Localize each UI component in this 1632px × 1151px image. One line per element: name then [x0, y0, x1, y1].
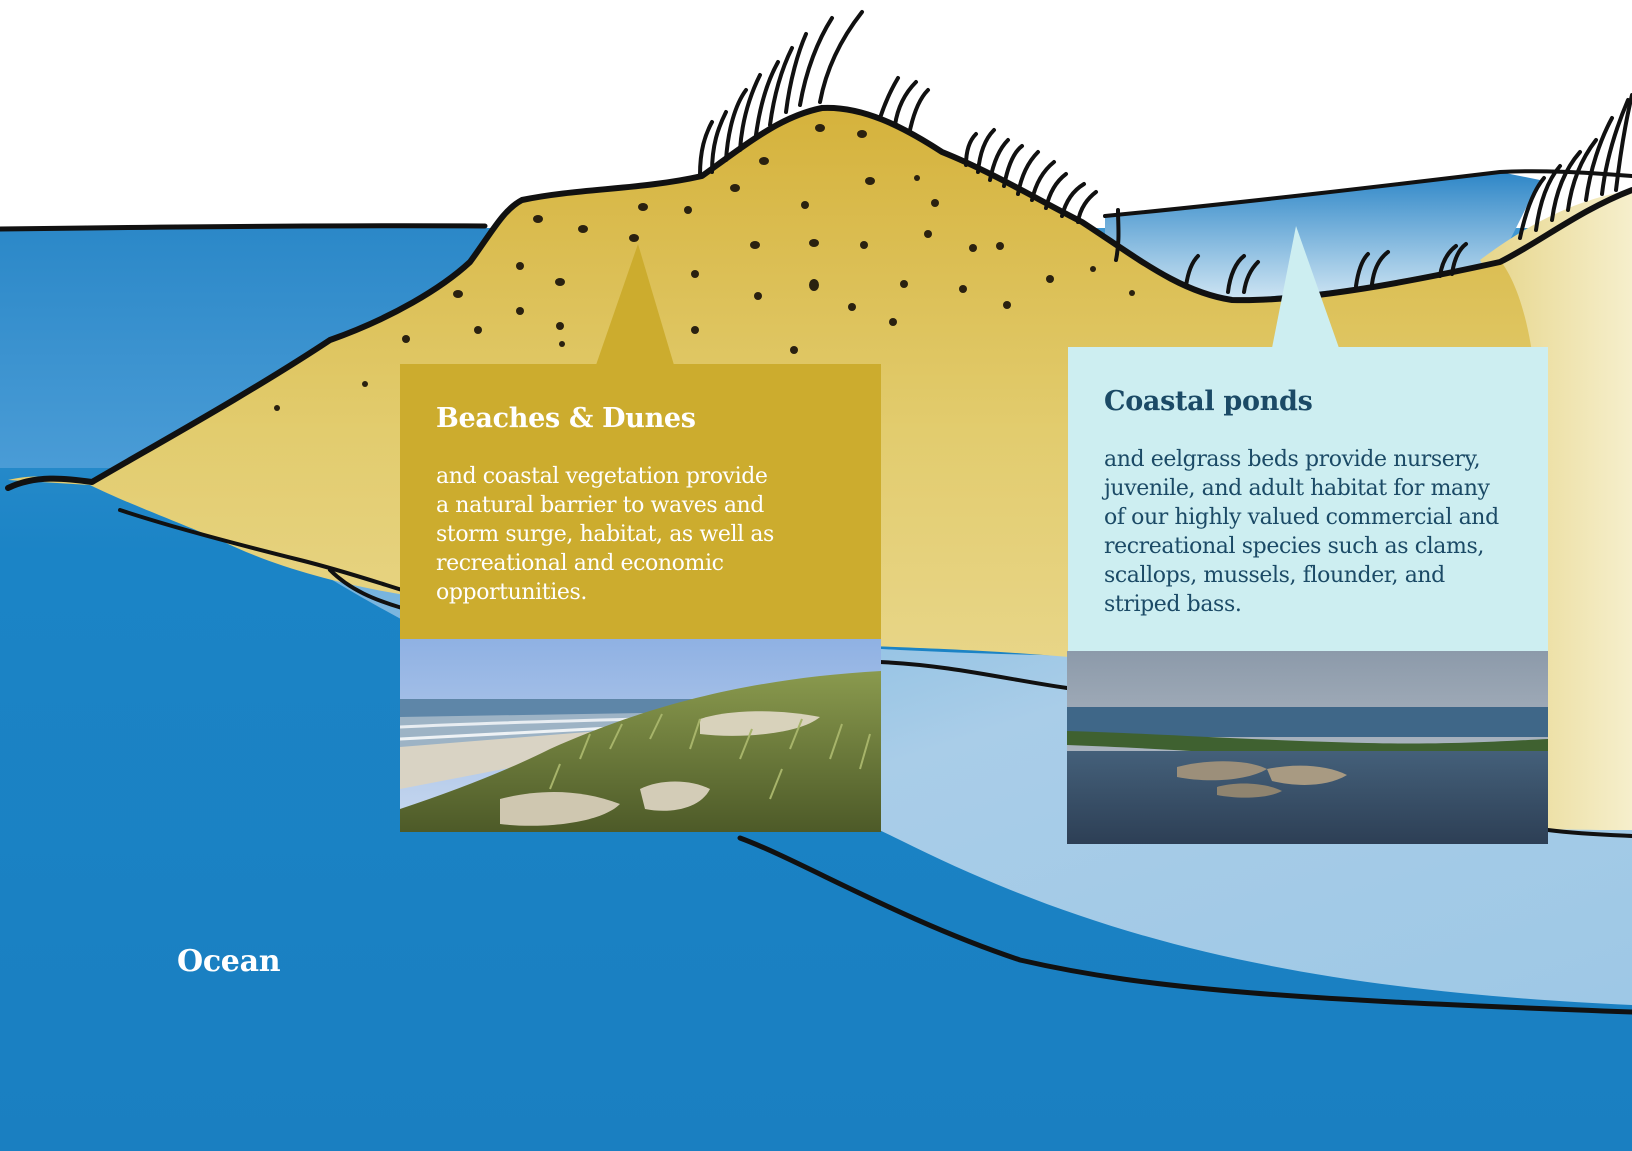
beaches-dunes-callout: Beaches & Dunes and coastal vegetation p…: [400, 364, 881, 639]
beaches-dunes-title: Beaches & Dunes: [436, 404, 845, 434]
coastal-ponds-callout: Coastal ponds and eelgrass beds provide …: [1068, 347, 1548, 651]
coastal-ponds-title: Coastal ponds: [1104, 387, 1512, 417]
coastal-pond-photo: [1067, 651, 1548, 844]
coastal-ponds-description: and eelgrass beds provide nursery, juven…: [1104, 445, 1514, 619]
beaches-dunes-description: and coastal vegetation provide a natural…: [436, 462, 786, 607]
ocean-label: Ocean: [177, 945, 280, 978]
beach-dune-photo: [400, 639, 881, 832]
